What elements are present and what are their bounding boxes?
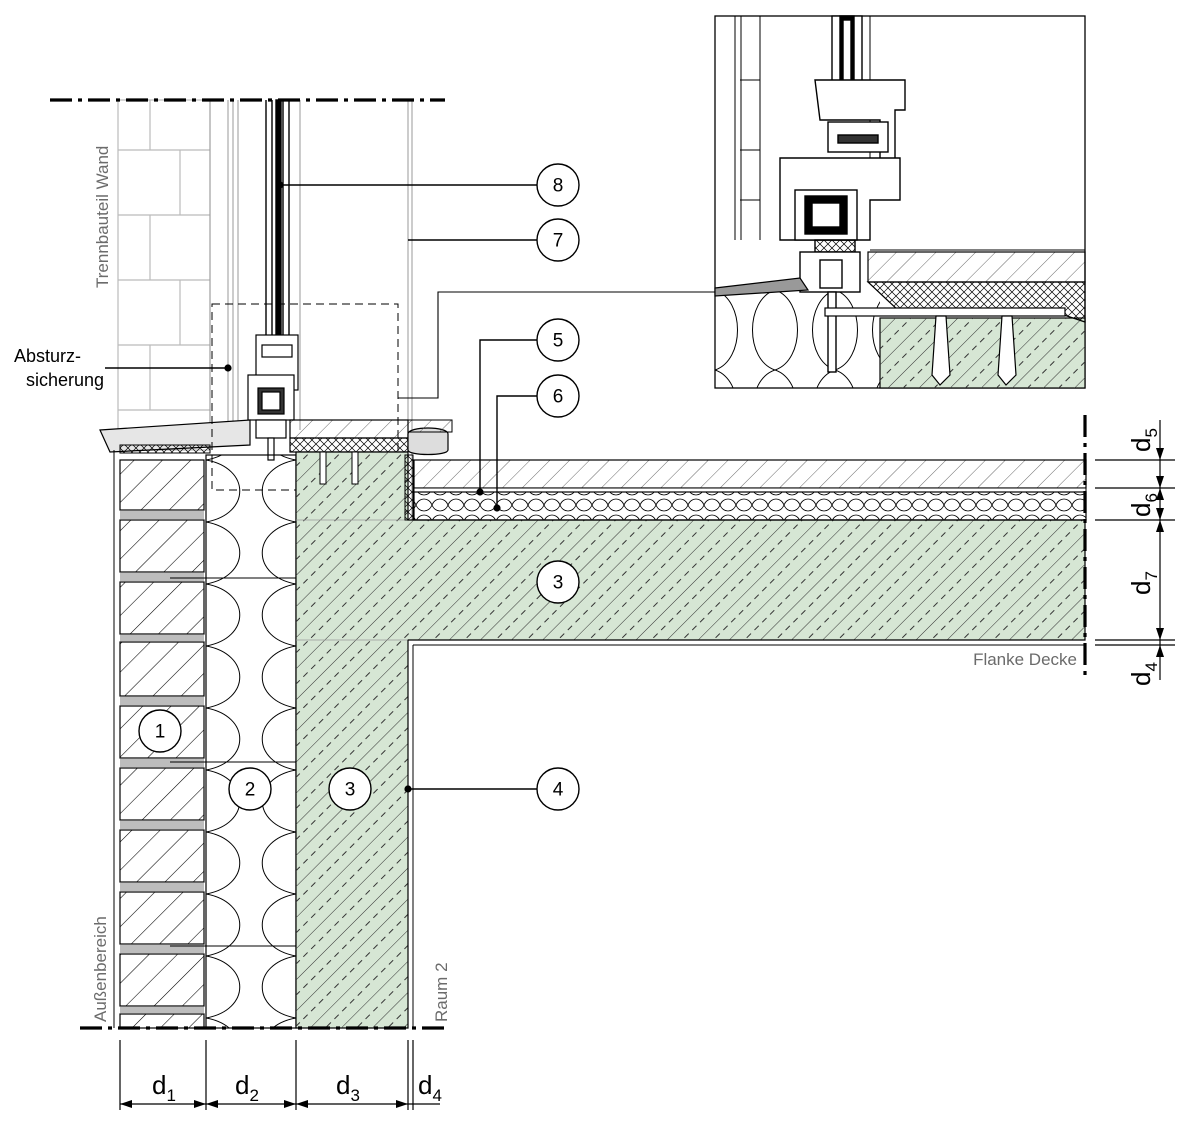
svg-text:d1: d1	[152, 1070, 176, 1105]
svg-text:7: 7	[553, 231, 564, 252]
dimension-d3: d3	[336, 1070, 360, 1105]
label-absturzsicherung-1: Absturz-	[14, 346, 81, 366]
wall-insulation	[205, 454, 297, 1029]
svg-text:1: 1	[155, 722, 166, 743]
svg-text:5: 5	[553, 331, 564, 352]
svg-text:d6: d6	[1126, 493, 1161, 517]
callout-7: 7	[536, 218, 580, 262]
inset-detail	[714, 15, 1086, 389]
dimension-d7: d7	[1126, 571, 1161, 595]
callout-6: 6	[536, 374, 580, 418]
dimension-d4-bottom: d4	[418, 1070, 442, 1105]
impact-insulation	[413, 491, 1087, 521]
interior-plaster	[407, 639, 1085, 1028]
floor-screed	[413, 459, 1087, 489]
break-lines	[50, 98, 1087, 1030]
callout-3-wall: 3	[328, 767, 372, 811]
edge-strip	[404, 454, 414, 521]
callout-4: 4	[536, 767, 580, 811]
dimension-lines-horizontal	[119, 1040, 440, 1110]
leader-dots	[224, 181, 501, 793]
svg-text:d4: d4	[418, 1070, 442, 1105]
callout-1: 1	[138, 709, 182, 753]
label-trennbauteil-wand: Trennbauteil Wand	[93, 146, 112, 288]
callout-3-slab: 3	[536, 560, 580, 604]
dimension-d1: d1	[152, 1070, 176, 1105]
label-flanke-decke: Flanke Decke	[973, 650, 1077, 669]
svg-text:d3: d3	[336, 1070, 360, 1105]
callout-5: 5	[536, 318, 580, 362]
svg-text:d5: d5	[1126, 428, 1161, 452]
window-frame-profile	[247, 334, 299, 461]
svg-text:3: 3	[553, 573, 564, 594]
dimension-d5: d5	[1126, 428, 1161, 452]
svg-text:2: 2	[245, 780, 256, 801]
dimension-d4-right: d4	[1126, 662, 1161, 686]
sill-fixings	[319, 451, 359, 485]
svg-text:d7: d7	[1126, 571, 1161, 595]
dim-arrows-vertical	[1156, 448, 1164, 657]
inset-leader	[398, 291, 715, 399]
dimension-lines-vertical	[1095, 420, 1175, 680]
label-absturzsicherung-2: sicherung	[26, 370, 104, 390]
detail-marker-frame	[211, 303, 399, 491]
svg-text:d2: d2	[235, 1070, 259, 1105]
callout-leaders	[105, 184, 538, 790]
dimension-d2: d2	[235, 1070, 259, 1105]
label-aussenbereich: Außenbereich	[91, 916, 110, 1022]
callout-2: 2	[228, 767, 272, 811]
dim-arrows-horizontal	[120, 1100, 408, 1108]
upper-wall-layers	[209, 100, 413, 520]
svg-text:3: 3	[345, 780, 356, 801]
svg-text:8: 8	[553, 176, 564, 197]
label-raum-2: Raum 2	[432, 962, 451, 1022]
svg-text:d4: d4	[1126, 662, 1161, 686]
svg-text:6: 6	[553, 387, 564, 408]
callout-8: 8	[536, 163, 580, 207]
dimension-d6: d6	[1126, 493, 1161, 517]
svg-text:4: 4	[553, 780, 564, 801]
upper-brick-wall	[117, 99, 211, 451]
window-glazing	[265, 99, 290, 341]
